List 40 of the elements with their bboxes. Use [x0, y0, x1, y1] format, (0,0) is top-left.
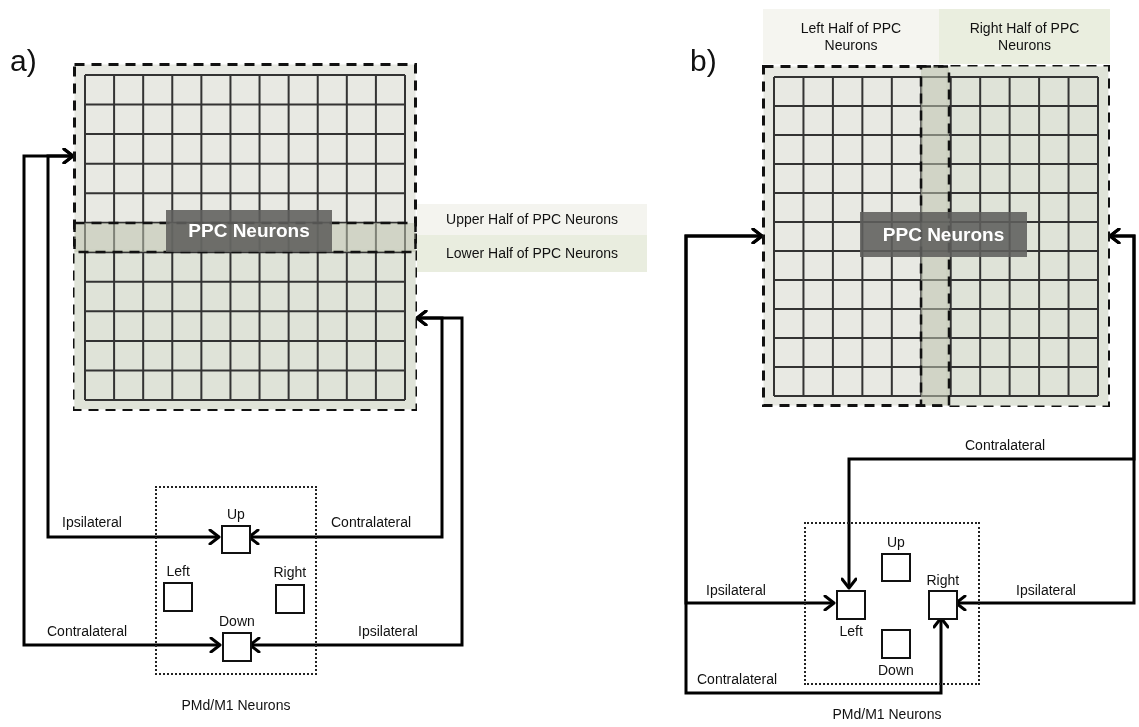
grid-title: PPC Neurons [860, 212, 1027, 257]
region-label-band: Left Half of PPC Neurons [763, 9, 939, 64]
arrow [22, 147, 222, 654]
panel-letter: a) [10, 45, 37, 77]
edge-label: Contralateral [47, 623, 128, 639]
node-caption: Right [273, 564, 307, 580]
unit-square [163, 582, 193, 612]
node-caption: Up [887, 534, 905, 550]
node-caption: Left [166, 563, 190, 579]
arrow [684, 227, 950, 695]
region-label-band: Upper Half of PPC Neurons [417, 204, 647, 235]
node-caption: Down [878, 662, 914, 678]
node-caption: Right [926, 572, 960, 588]
node-caption: Down [219, 613, 255, 629]
panel-letter: b) [690, 45, 717, 77]
node-caption: Up [227, 506, 245, 522]
unit-square [222, 632, 252, 662]
region-label-band: Lower Half of PPC Neurons [417, 235, 647, 272]
edge-label: Ipsilateral [706, 582, 766, 598]
grid-title: PPC Neurons [166, 210, 332, 252]
dotted-group-box [155, 486, 317, 675]
unit-square [881, 553, 911, 582]
unit-square [836, 590, 866, 620]
region-label-band: Right Half of PPC Neurons [939, 9, 1110, 64]
unit-square [275, 584, 305, 614]
unit-square [928, 590, 958, 620]
edge-label: Ipsilateral [1016, 582, 1076, 598]
unit-square [221, 525, 251, 554]
node-caption: Left [839, 623, 863, 639]
node-caption: PMd/M1 Neurons [832, 706, 942, 722]
edge-label: Contralateral [331, 514, 412, 530]
edge-label: Contralateral [965, 437, 1046, 453]
edge-label: Ipsilateral [358, 623, 418, 639]
dotted-group-box [804, 522, 980, 685]
edge-label: Contralateral [697, 671, 778, 687]
neuron-grid [762, 65, 1110, 407]
neuron-grid [73, 63, 417, 411]
node-caption: PMd/M1 Neurons [181, 697, 291, 713]
edge-label: Ipsilateral [62, 514, 122, 530]
unit-square [881, 629, 911, 659]
